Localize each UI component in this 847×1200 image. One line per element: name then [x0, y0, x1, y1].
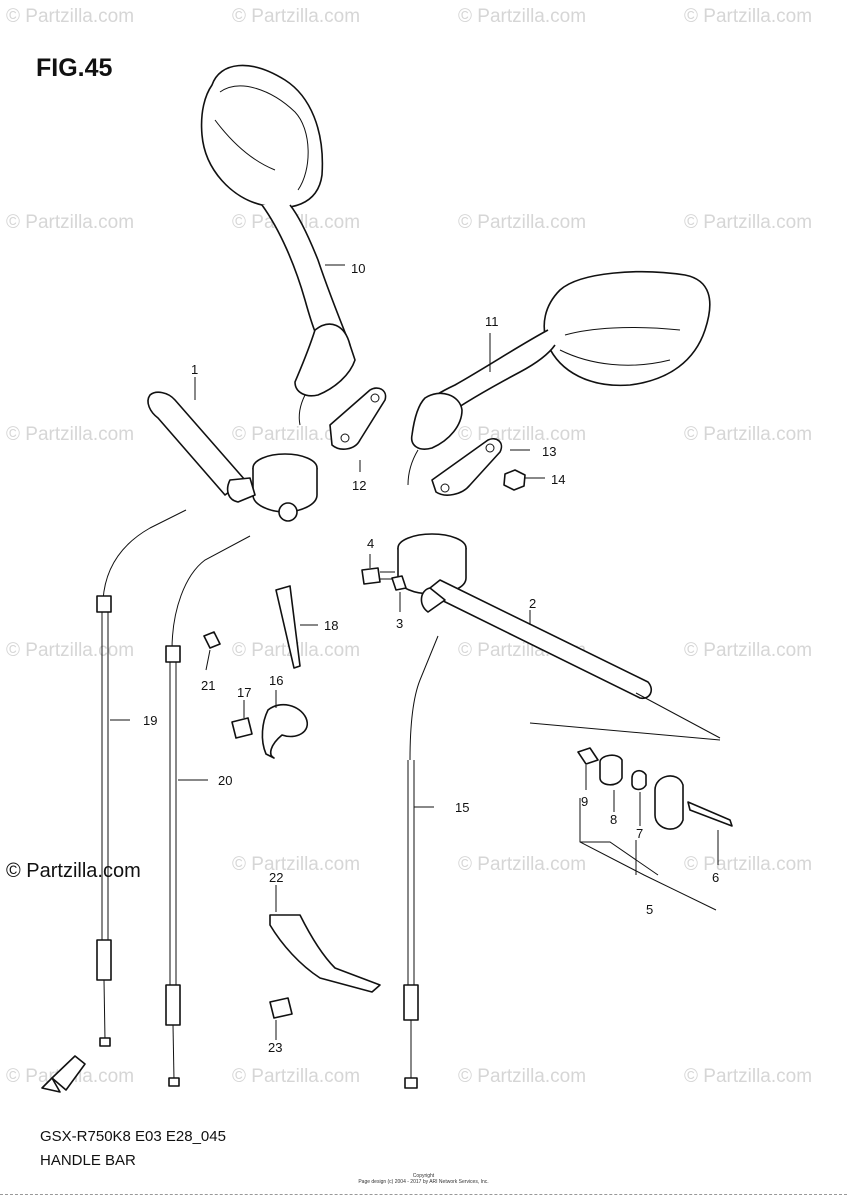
- callout-4: 4: [367, 536, 374, 551]
- weight-leader-lines: [579, 798, 717, 911]
- callout-14: 14: [551, 472, 565, 487]
- watermark: © Partzilla.com: [458, 6, 587, 27]
- callout-2: 2: [529, 596, 536, 611]
- callout-17: 17: [237, 685, 251, 700]
- copyright-line-2: Page design (c) 2004 - 2017 by ARI Netwo…: [358, 1179, 489, 1185]
- watermark: © Partzilla.com: [684, 424, 813, 445]
- right-mirror: [407, 270, 711, 486]
- callout-11: 11: [485, 314, 499, 329]
- clutch-cable-15: [403, 635, 439, 1089]
- callout-15: 15: [455, 800, 469, 815]
- clip-18: [275, 585, 301, 669]
- callout-1: 1: [191, 362, 198, 377]
- watermark-strong: © Partzilla.com: [6, 860, 141, 882]
- clamp-16: [261, 703, 309, 759]
- watermark: © Partzilla.com: [684, 640, 813, 661]
- watermark: © Partzilla.com: [684, 6, 813, 27]
- callout-6: 6: [712, 870, 719, 885]
- leader-lines: [110, 264, 719, 1040]
- figure-title: FIG.45: [36, 54, 113, 82]
- watermark: © Partzilla.com: [232, 6, 361, 27]
- watermark: © Partzilla.com: [6, 212, 135, 233]
- watermark: © Partzilla.com: [232, 854, 361, 875]
- callout-3: 3: [396, 616, 403, 631]
- callout-16: 16: [269, 673, 283, 688]
- mirror-bracket-left: [329, 387, 387, 450]
- assembly-name: HANDLE BAR: [40, 1152, 136, 1169]
- copyright: Copyright Page design (c) 2004 - 2017 by…: [0, 1173, 847, 1185]
- watermark: © Partzilla.com: [684, 854, 813, 875]
- bolt-23: [269, 997, 293, 1019]
- callout-5: 5: [646, 902, 653, 917]
- throttle-cable-19: [96, 509, 187, 1047]
- callout-23: 23: [268, 1040, 282, 1055]
- callout-21: 21: [201, 678, 215, 693]
- callout-10: 10: [351, 261, 365, 276]
- throttle-cable-20: [165, 535, 251, 1087]
- watermark: © Partzilla.com: [232, 1066, 361, 1087]
- bolt-17: [231, 717, 253, 739]
- watermark: © Partzilla.com: [6, 424, 135, 445]
- collar-3: [391, 575, 407, 591]
- screw-21: [203, 631, 221, 649]
- callout-12: 12: [352, 478, 366, 493]
- callout-9: 9: [581, 794, 588, 809]
- watermark: © Partzilla.com: [458, 854, 587, 875]
- left-mirror: [200, 64, 356, 426]
- watermark: © Partzilla.com: [684, 1066, 813, 1087]
- mirror-bracket-right: [431, 437, 503, 496]
- bar-end-weight: [577, 747, 733, 830]
- right-handlebar: [397, 533, 721, 741]
- model-code: GSX-R750K8 E03 E28_045: [40, 1128, 226, 1145]
- callout-18: 18: [324, 618, 338, 633]
- guide-22: [269, 914, 381, 993]
- watermark: © Partzilla.com: [232, 424, 361, 445]
- watermark: © Partzilla.com: [684, 212, 813, 233]
- nut: [503, 469, 526, 491]
- copyright-line-1: Copyright: [412, 1173, 435, 1179]
- callout-20: 20: [218, 773, 232, 788]
- bolt-4: [361, 567, 395, 585]
- left-handlebar: [147, 391, 318, 522]
- callout-13: 13: [542, 444, 556, 459]
- watermark: © Partzilla.com: [6, 6, 135, 27]
- watermark: © Partzilla.com: [458, 212, 587, 233]
- callout-19: 19: [143, 713, 157, 728]
- watermark: © Partzilla.com: [458, 1066, 587, 1087]
- fwd-arrow-icon: [41, 1055, 86, 1093]
- page-divider: [0, 1194, 847, 1195]
- callout-7: 7: [636, 826, 643, 841]
- callout-8: 8: [610, 812, 617, 827]
- callout-22: 22: [269, 870, 283, 885]
